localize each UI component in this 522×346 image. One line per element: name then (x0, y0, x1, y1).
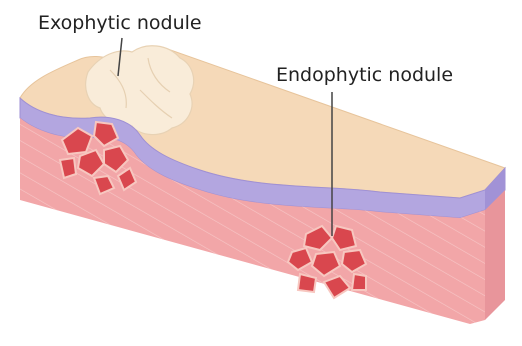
dermis-side-face (485, 190, 505, 320)
exophytic-nodule-label: Exophytic nodule (38, 14, 202, 33)
endophytic-nodule-label: Endophytic nodule (276, 66, 453, 85)
